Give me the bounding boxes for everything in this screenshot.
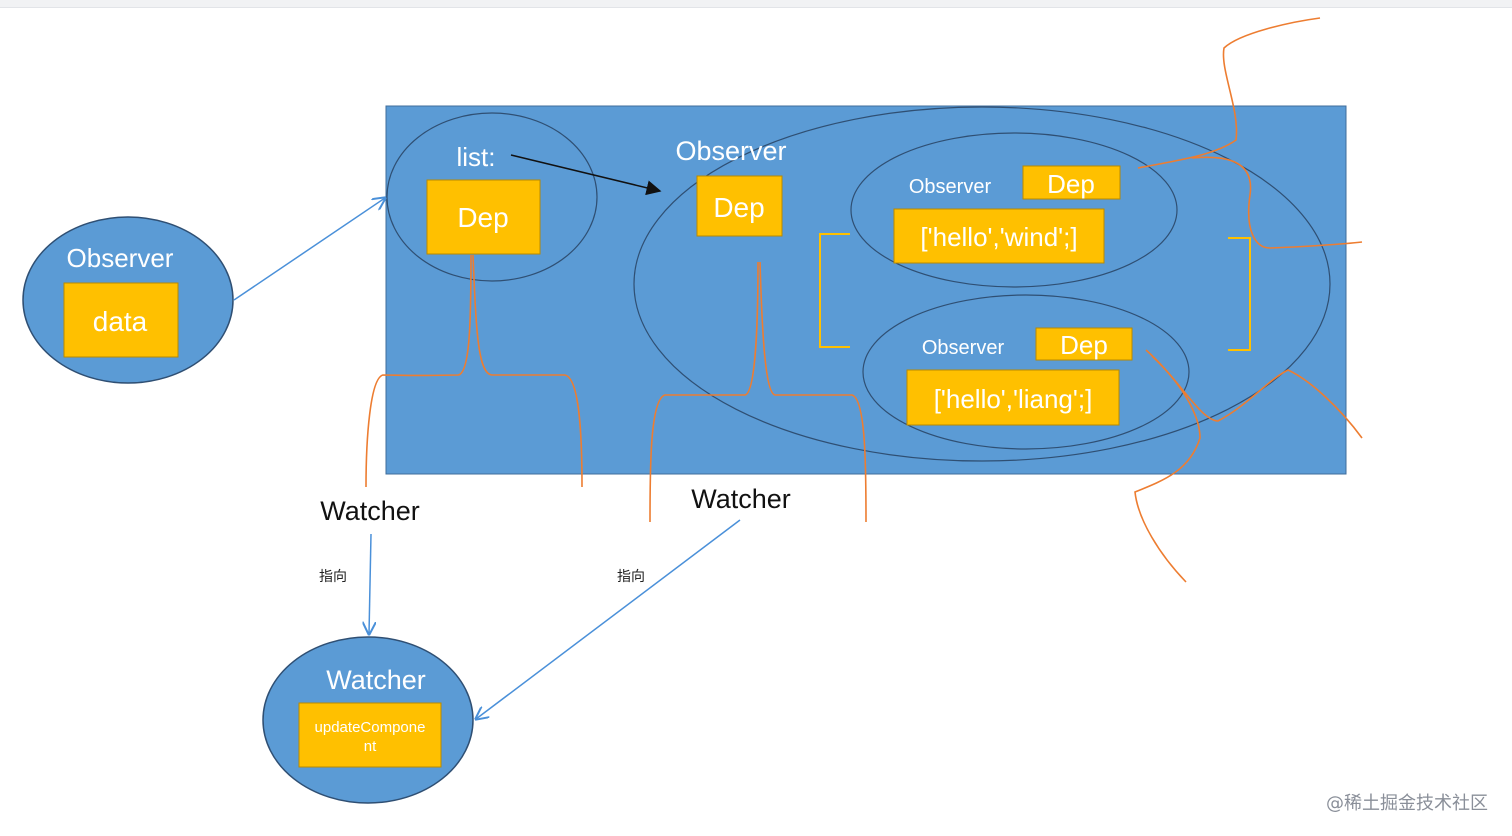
reactive-data-panel — [385, 105, 1347, 475]
update-component-label-line1: updateCompone — [315, 719, 426, 736]
item1-value-label: ['hello','wind';] — [920, 222, 1077, 252]
list-label: list: — [457, 142, 496, 172]
item2-observer-title: Observer — [922, 337, 1005, 359]
brace-array-dep — [649, 261, 867, 523]
item2-dep-box — [1035, 327, 1133, 361]
arrow-data-to-list — [233, 198, 385, 301]
brace-item1-dep — [1137, 17, 1363, 249]
data-box-label: data — [93, 306, 148, 337]
points-to-left-label: 指向 — [319, 569, 347, 585]
item1-observer-ellipse — [850, 132, 1178, 288]
array-observer-title: Observer — [675, 136, 786, 166]
browser-top-bar — [0, 0, 1512, 8]
brace-item2-dep — [1134, 349, 1363, 583]
item1-dep-label: Dep — [1047, 169, 1095, 199]
item1-value-box — [893, 208, 1105, 264]
arrow-watcher-right-to-component — [476, 519, 741, 719]
item2-observer-ellipse — [862, 294, 1190, 450]
array-right-bracket — [1228, 237, 1251, 351]
points-to-right-label: 指向 — [617, 569, 645, 585]
array-observer-ellipse — [633, 106, 1331, 462]
component-watcher-title: Watcher — [326, 665, 426, 695]
data-box — [63, 282, 179, 358]
item2-dep-label: Dep — [1060, 330, 1108, 360]
item1-dep-box — [1022, 165, 1121, 200]
update-component-label-line2: nt — [364, 738, 377, 755]
list-dep-label: Dep — [457, 202, 508, 233]
arrow-watcher-left-to-component — [369, 533, 371, 634]
brace-list-dep — [365, 254, 583, 488]
array-dep-box — [696, 175, 783, 237]
item2-value-label: ['hello','liang';] — [934, 384, 1093, 414]
data-observer-title: Observer — [67, 243, 174, 273]
update-component-box — [298, 702, 442, 768]
array-dep-label: Dep — [713, 192, 764, 223]
watermark: @稀土掘金技术社区 — [1326, 793, 1488, 814]
item1-observer-title: Observer — [909, 176, 992, 198]
arrow-list-to-array-observer — [510, 154, 662, 196]
array-left-bracket — [819, 233, 850, 348]
watcher-right-label: Watcher — [691, 484, 791, 514]
item2-value-box — [906, 369, 1120, 426]
list-dep-box — [426, 179, 541, 255]
watcher-left-label: Watcher — [320, 496, 420, 526]
